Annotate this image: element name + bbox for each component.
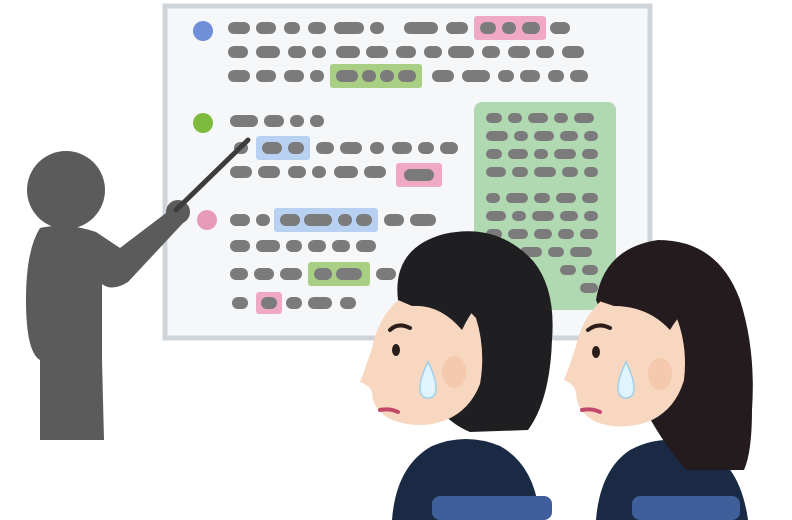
- student-1-ear: [442, 356, 466, 388]
- student-1-mouth: [378, 407, 400, 414]
- highlight-pink-1: [474, 16, 546, 40]
- student-2-eye: [592, 346, 600, 358]
- student-2-eyebrow: [586, 323, 612, 332]
- chair-2: [632, 496, 740, 520]
- board-section-1: [193, 16, 588, 88]
- student-2-mouth: [580, 407, 602, 414]
- sweat-drop-icon: [419, 360, 437, 399]
- sweat-drop-icon: [617, 360, 635, 399]
- bullet-dot-blue: [193, 21, 213, 41]
- presenter-silhouette: [26, 137, 251, 440]
- presenter-body: [26, 210, 184, 440]
- student-1-hair-front: [398, 253, 496, 330]
- bullet-dot-pink: [197, 210, 217, 230]
- student-1-face: [360, 292, 483, 425]
- student-2-hair-front: [596, 258, 704, 330]
- pointer-stick-icon: [173, 137, 251, 213]
- highlight-green-3: [308, 262, 370, 286]
- presenter-hand: [166, 200, 190, 224]
- student-1-eye: [392, 344, 400, 356]
- highlight-green-1: [330, 64, 422, 88]
- student-2: [564, 240, 753, 520]
- student-2-ear: [648, 358, 672, 390]
- bullet-dot-green: [193, 113, 213, 133]
- chair-1: [432, 496, 552, 520]
- highlight-blue-3: [274, 208, 378, 232]
- student-1-eyebrow: [388, 323, 412, 332]
- scribble-lines-1: [228, 22, 588, 82]
- highlight-blue-2: [256, 136, 310, 160]
- student-1: [360, 231, 553, 520]
- presenter-head: [27, 151, 105, 229]
- highlight-pink-2: [396, 163, 442, 187]
- highlight-pink-3: [256, 292, 282, 314]
